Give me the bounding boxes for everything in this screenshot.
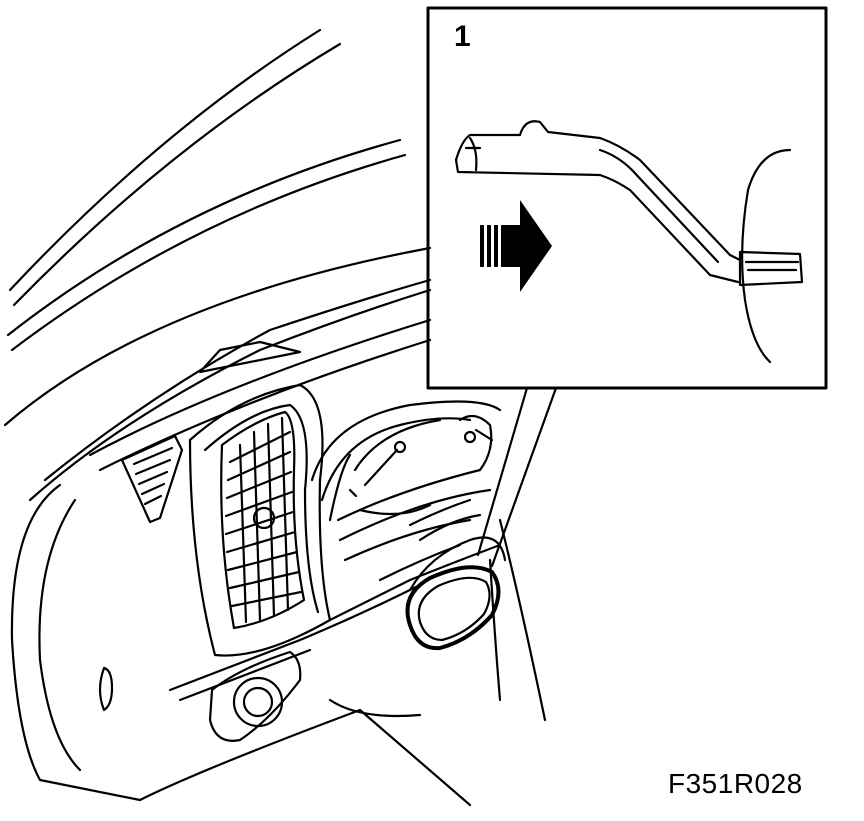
control-knob <box>208 650 302 742</box>
lower-dashboard <box>168 498 547 807</box>
figure-code-label: F351R028 <box>668 768 803 799</box>
callout-leader <box>476 386 558 568</box>
dashboard-top <box>28 278 432 502</box>
windshield-pillar <box>3 28 432 427</box>
center-vent-surround <box>188 383 332 657</box>
side-air-vent <box>120 434 184 524</box>
callout-number-label: 1 <box>454 20 471 53</box>
stalk-switch <box>405 565 501 651</box>
arrow-right-icon <box>480 200 552 292</box>
instrument-cluster <box>310 400 502 562</box>
detail-steering-wheel <box>741 148 792 364</box>
callout-box <box>426 6 828 390</box>
dashboard-left-end <box>10 483 362 802</box>
center-air-vent <box>220 410 306 630</box>
detail-stalk-lever <box>454 120 804 287</box>
